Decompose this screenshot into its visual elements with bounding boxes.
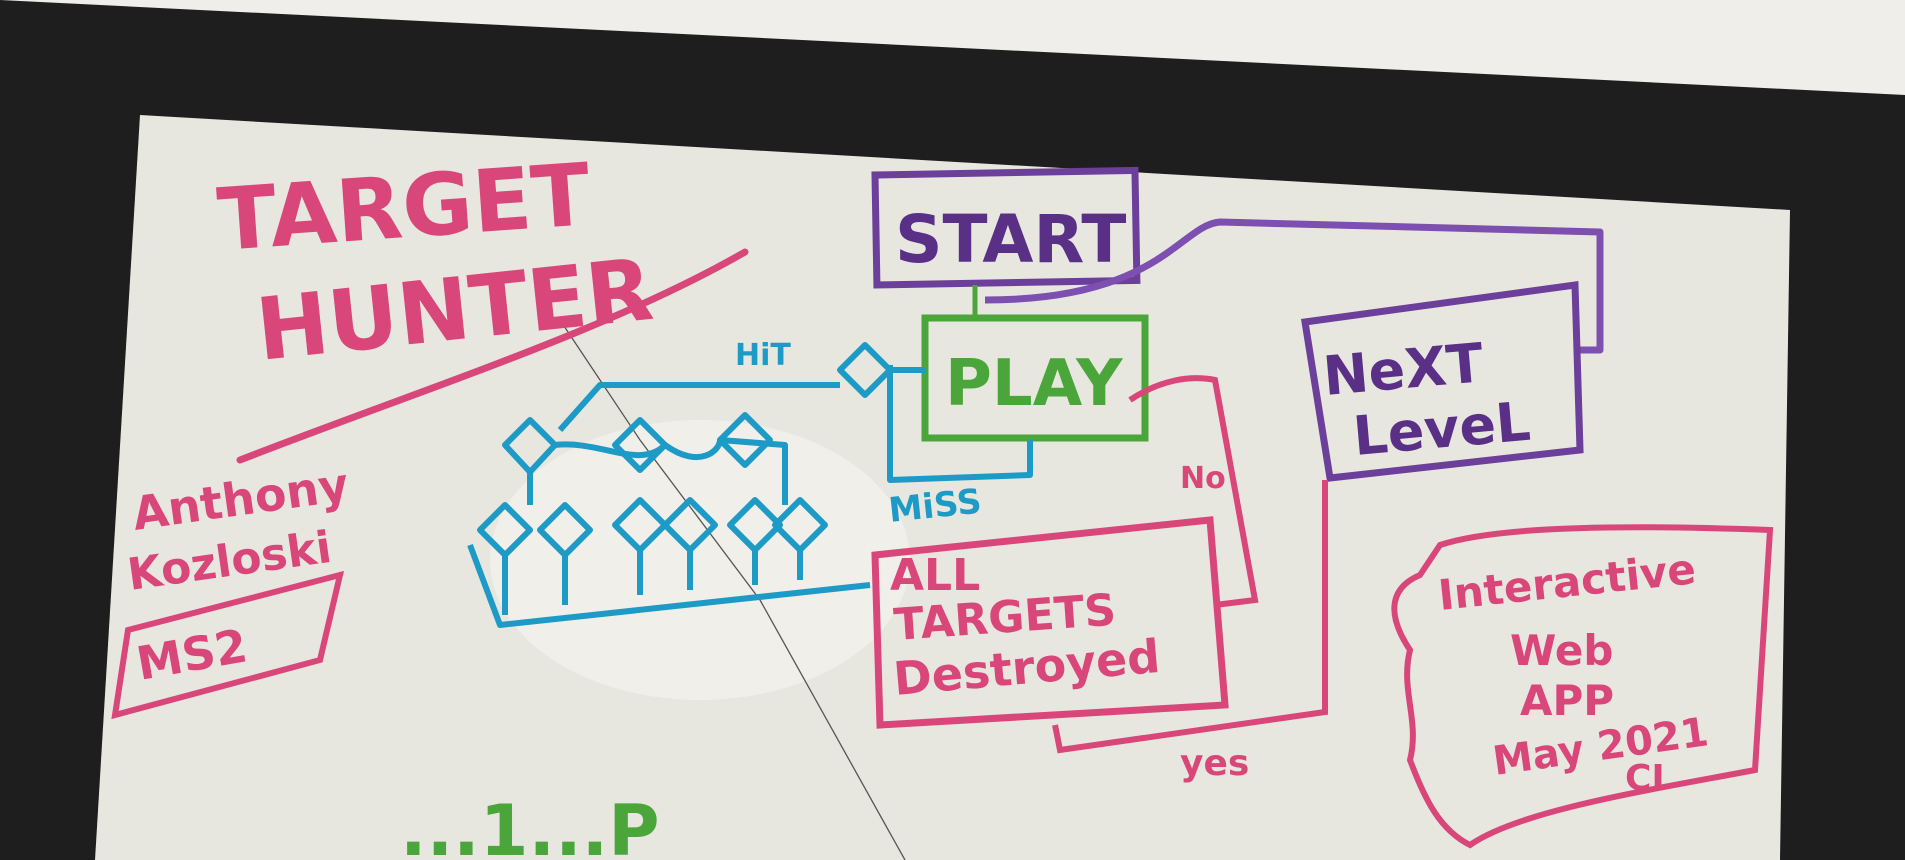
author-tag-box <box>111 570 345 720</box>
targets-diagram <box>467 342 1033 628</box>
next-level-line1: NeXT <box>1321 331 1486 408</box>
next-level-line2: LeveL <box>1351 390 1533 468</box>
next-level-box <box>1300 281 1584 482</box>
hit-label: HiT <box>735 338 791 373</box>
target-stems <box>502 470 803 615</box>
miss-line <box>887 365 1033 483</box>
glare <box>490 420 910 700</box>
board-surface <box>95 115 1790 860</box>
target-base-line <box>467 543 871 628</box>
miss-label: MiSS <box>887 481 984 530</box>
crack-line <box>559 319 906 860</box>
yes-label: yes <box>1180 743 1249 784</box>
note-line2: Web <box>1510 626 1613 675</box>
target-diamond-2 <box>612 417 668 473</box>
note-cloud-border <box>1391 524 1774 849</box>
hit-line <box>557 382 840 432</box>
target-diamond-3 <box>717 412 773 468</box>
hit-diamond <box>837 342 893 398</box>
bottom-scrawl: ...1...P <box>400 790 660 860</box>
start-label: START <box>895 201 1126 278</box>
start-box <box>871 166 1141 289</box>
no-label: No <box>1180 461 1226 496</box>
target-links-top <box>554 437 788 505</box>
yes-arrow <box>1052 480 1328 754</box>
note-line3: APP <box>1520 676 1614 725</box>
next-to-start-loop <box>984 218 1604 354</box>
play-box <box>921 314 1149 442</box>
title-underline <box>236 248 749 464</box>
all-targets-box <box>871 516 1229 729</box>
play-label: PLAY <box>945 347 1123 421</box>
note-line5: CI <box>1625 758 1665 799</box>
no-arrow <box>1128 375 1259 608</box>
all-targets-line1: ALL <box>890 550 980 601</box>
